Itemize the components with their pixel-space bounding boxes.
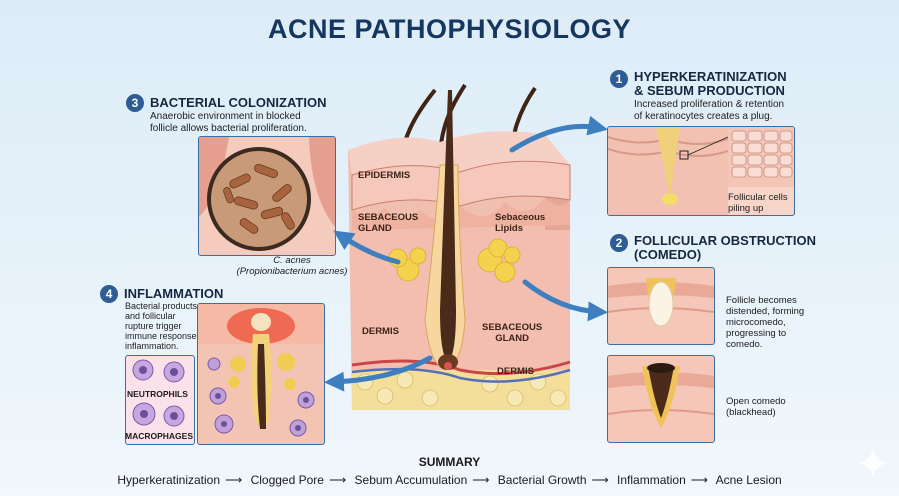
summary-step: Acne Lesion	[716, 473, 782, 487]
sparkle-icon	[858, 448, 888, 478]
summary-flow: Hyperkeratinization ⟶ Clogged Pore ⟶ Sebum…	[0, 473, 899, 487]
summary-step: Bacterial Growth	[498, 473, 587, 487]
summary-step: Inflammation	[617, 473, 686, 487]
summary-title: SUMMARY	[0, 455, 899, 469]
summary-step: Clogged Pore	[251, 473, 324, 487]
summary-arrow: ⟶	[472, 473, 489, 487]
summary-step: Sebum Accumulation	[355, 473, 468, 487]
summary-step: Hyperkeratinization	[117, 473, 220, 487]
summary-arrow: ⟶	[329, 473, 346, 487]
summary-arrow: ⟶	[592, 473, 609, 487]
summary-arrow: ⟶	[225, 473, 242, 487]
summary-arrow: ⟶	[691, 473, 708, 487]
